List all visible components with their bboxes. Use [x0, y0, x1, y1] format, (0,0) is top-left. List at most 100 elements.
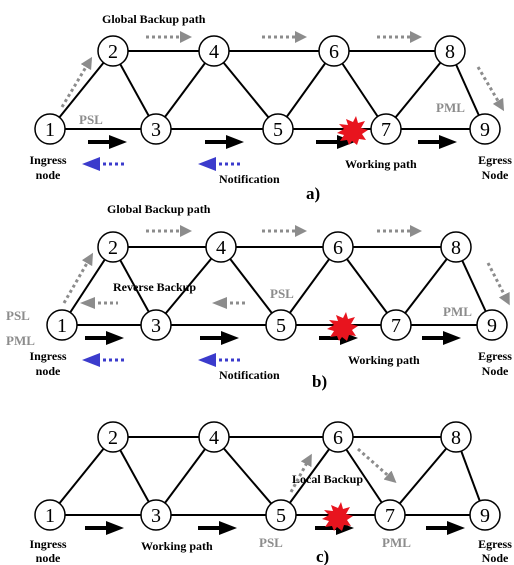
svg-text:8: 8 — [451, 237, 461, 259]
svg-text:5: 5 — [273, 119, 283, 141]
node: 8 — [434, 35, 466, 67]
egress-label: Egress — [478, 537, 512, 551]
svg-text:2: 2 — [108, 427, 118, 449]
working-arrows — [88, 135, 457, 149]
ingress-label: Ingress — [29, 349, 66, 363]
node: 3 — [140, 309, 172, 341]
ingress-label-line2: node — [36, 364, 61, 378]
backup-arrow — [289, 453, 312, 493]
notification-arrow — [198, 157, 241, 171]
global-backup-arrows — [62, 225, 510, 306]
pml-label: PML — [443, 304, 472, 319]
pml-label: PML — [382, 535, 411, 550]
svg-text:8: 8 — [451, 427, 461, 449]
node: 2 — [97, 35, 129, 67]
svg-text:2: 2 — [108, 237, 118, 259]
working-arrow — [200, 331, 239, 345]
working-arrow — [198, 521, 237, 535]
svg-text:4: 4 — [209, 427, 219, 449]
svg-text:3: 3 — [151, 119, 161, 141]
node: 8 — [440, 231, 472, 263]
node: 4 — [198, 35, 230, 67]
working-path-label: Working path — [345, 157, 417, 171]
node: 7 — [374, 499, 406, 531]
backup-arrow — [60, 56, 93, 108]
node: 3 — [140, 113, 172, 145]
ingress-label: Ingress — [29, 153, 66, 167]
node: 1 — [46, 309, 78, 341]
node: 7 — [370, 113, 402, 145]
svg-text:9: 9 — [487, 315, 497, 337]
node: 4 — [198, 421, 230, 453]
svg-text:9: 9 — [480, 119, 490, 141]
panel-a: 1 2 3 4 5 6 7 8 9 Global Backup path PSL… — [29, 12, 512, 203]
node: 6 — [318, 35, 350, 67]
node: 8 — [440, 421, 472, 453]
notification-arrows — [82, 157, 241, 171]
panel-caption: a) — [306, 184, 320, 203]
node: 1 — [34, 499, 66, 531]
node: 6 — [322, 231, 354, 263]
ingress-label-line2: node — [36, 551, 61, 565]
egress-label: Egress — [478, 349, 512, 363]
node: 9 — [469, 113, 501, 145]
working-arrow — [426, 521, 465, 535]
svg-text:5: 5 — [276, 315, 286, 337]
working-arrow — [88, 135, 127, 149]
psl-label: PSL — [259, 535, 283, 550]
svg-text:3: 3 — [151, 505, 161, 527]
backup-arrow — [476, 66, 505, 112]
svg-text:8: 8 — [445, 41, 455, 63]
psl-label: PSL — [79, 112, 103, 127]
egress-label: Egress — [478, 153, 512, 167]
reverse-backup-arrows — [80, 297, 248, 309]
svg-text:4: 4 — [209, 41, 219, 63]
local-backup-arrows — [289, 447, 397, 493]
psl-left-label: PSL — [6, 308, 30, 323]
node: 5 — [265, 499, 297, 531]
notification-arrow — [82, 353, 125, 367]
svg-text:6: 6 — [329, 41, 339, 63]
notification-arrow — [82, 157, 125, 171]
egress-label-line2: Node — [482, 364, 509, 378]
svg-text:5: 5 — [276, 505, 286, 527]
egress-label-line2: Node — [482, 551, 509, 565]
svg-text:4: 4 — [216, 237, 226, 259]
svg-text:3: 3 — [151, 315, 161, 337]
svg-text:2: 2 — [108, 41, 118, 63]
svg-text:7: 7 — [381, 119, 391, 141]
svg-text:1: 1 — [45, 119, 55, 141]
notification-label: Notification — [219, 172, 280, 186]
pml-left-label: PML — [6, 333, 35, 348]
svg-text:6: 6 — [333, 237, 343, 259]
working-arrow — [418, 135, 457, 149]
reverse-arrow — [80, 297, 118, 309]
global-backup-label: Global Backup path — [102, 12, 206, 26]
svg-text:1: 1 — [57, 315, 67, 337]
working-path-label: Working path — [141, 539, 213, 553]
svg-text:7: 7 — [385, 505, 395, 527]
working-arrow — [422, 331, 461, 345]
node: 2 — [97, 421, 129, 453]
failure-burst-icon — [337, 116, 368, 145]
reverse-backup-label: Reverse Backup — [113, 280, 196, 294]
ingress-label-line2: node — [36, 168, 61, 182]
backup-arrow — [62, 252, 94, 304]
global-backup-arrows — [60, 31, 505, 112]
node: 3 — [140, 499, 172, 531]
node: 2 — [97, 231, 129, 263]
panel-caption: b) — [312, 372, 327, 391]
panel-caption: c) — [316, 547, 329, 565]
panel-c: 1 2 3 4 5 6 7 8 9 Local Backup PSL PML I… — [29, 421, 512, 565]
psl-label: PSL — [270, 286, 294, 301]
node: 9 — [476, 309, 508, 341]
svg-text:9: 9 — [480, 505, 490, 527]
failure-burst-icon — [322, 502, 353, 531]
node: 1 — [34, 113, 66, 145]
ingress-label: Ingress — [29, 537, 66, 551]
failure-burst-icon — [327, 312, 358, 341]
backup-arrow — [357, 447, 397, 483]
svg-text:6: 6 — [333, 427, 343, 449]
notification-arrow — [198, 353, 241, 367]
